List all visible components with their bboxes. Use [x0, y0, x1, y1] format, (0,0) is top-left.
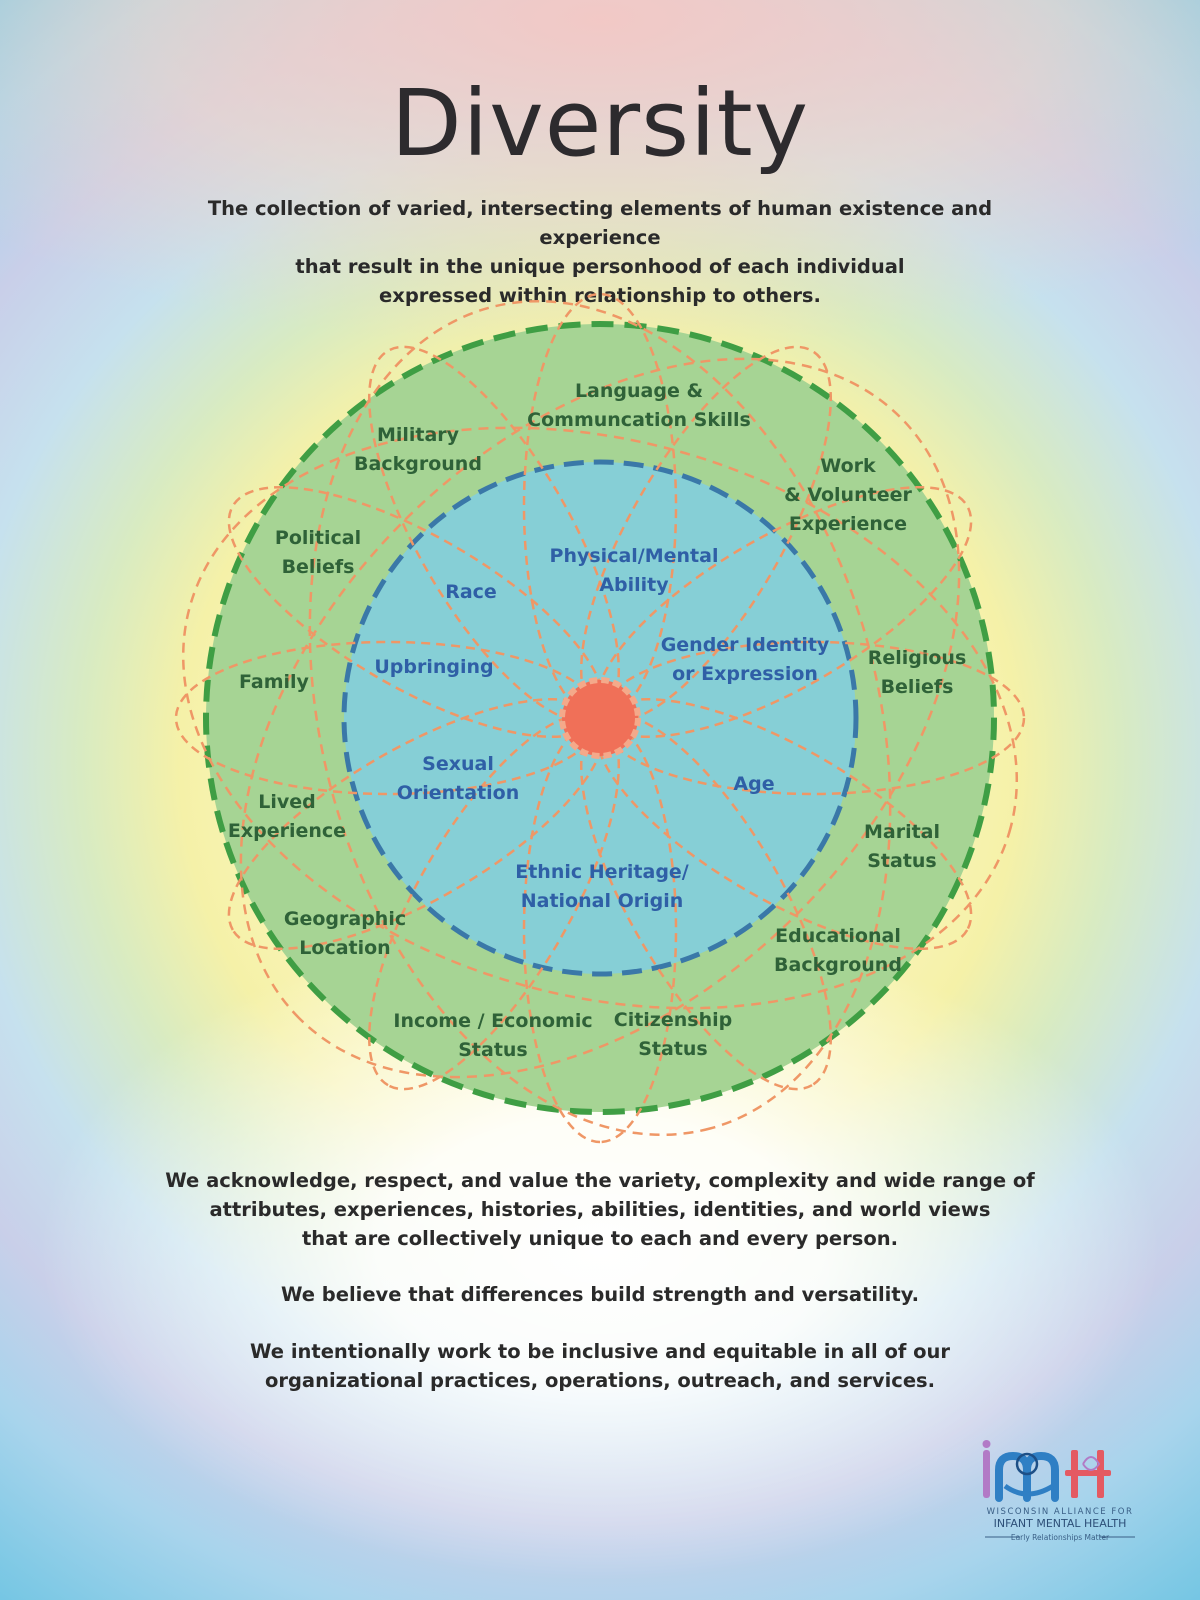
outer-ring-label-line: Beliefs — [282, 556, 355, 578]
outer-ring-label-line: Status — [638, 1038, 708, 1060]
outer-ring-label-line: Marital — [864, 821, 940, 843]
organization-logo: WISCONSIN ALLIANCE FOR INFANT MENTAL HEA… — [982, 1440, 1135, 1542]
outer-ring-label-line: Family — [239, 671, 310, 693]
inner-ring-label-line: Race — [445, 581, 497, 603]
statement-line: We acknowledge, respect, and value the v… — [165, 1169, 1035, 1192]
outer-ring-label-line: Background — [774, 954, 902, 976]
definition-line: expressed within relationship to others. — [379, 284, 821, 307]
outer-ring-label-line: Experience — [789, 513, 907, 535]
outer-ring-label-line: Income / Economic — [393, 1010, 592, 1032]
logo-line-2: INFANT MENTAL HEALTH — [994, 1517, 1127, 1530]
inner-ring-label-line: Ethnic Heritage/ — [515, 861, 689, 883]
petal-ellipse — [522, 716, 678, 1144]
outer-ring-label-line: Location — [299, 937, 390, 959]
petal-ellipse — [598, 640, 1026, 796]
outer-ring-label-line: Work — [820, 455, 876, 477]
statement-line: attributes, experiences, histories, abil… — [209, 1198, 991, 1221]
outer-ring-label-line: Lived — [258, 791, 316, 813]
inner-ring-label-line: Sexual — [422, 753, 494, 775]
inner-ring-label-line: Upbringing — [374, 656, 493, 678]
outer-petal-ellipse — [181, 426, 1019, 1010]
outer-ring-label-line: Beliefs — [881, 676, 954, 698]
outer-petal-ellipse — [239, 357, 961, 1079]
inner-ring-label-line: National Origin — [521, 890, 684, 912]
outer-ring-label-line: Geographic — [284, 908, 406, 930]
petal-ellipse — [579, 712, 833, 1091]
definition-line: that result in the unique personhood of … — [295, 255, 905, 278]
outer-petal-ellipse — [308, 299, 892, 1137]
inner-ring-label-line: Ability — [599, 574, 669, 596]
definition-line: The collection of varied, intersecting e… — [207, 197, 993, 249]
outer-ring-label-line: Citizenship — [614, 1009, 732, 1031]
inner-ring-label-line: or Expression — [672, 663, 818, 685]
inner-ring-label-line: Age — [733, 773, 774, 795]
outer-ring-label: Language & Communcation Skills — [527, 380, 751, 431]
outer-ring-label-line: Political — [275, 527, 361, 549]
outer-ring-label-line: Communcation Skills — [527, 409, 751, 431]
outer-ring-label-line: Military — [377, 424, 460, 446]
outer-ring-label-line: Status — [867, 850, 937, 872]
inner-ring-label: Age — [733, 773, 774, 795]
definition-text: The collection of varied, intersecting e… — [150, 194, 1050, 310]
inner-ring-label: Ethnic Heritage/National Origin — [515, 861, 689, 912]
petal-ellipse — [594, 697, 973, 951]
values-statement-1: We acknowledge, respect, and value the v… — [120, 1166, 1080, 1253]
values-statement-2: We believe that differences build streng… — [120, 1280, 1080, 1309]
outer-ring-label-line: Language & — [575, 380, 703, 402]
logo-tagline: Early Relationships Matter — [1011, 1533, 1110, 1542]
outer-ring-label-line: Status — [458, 1039, 528, 1061]
statement-line: that are collectively unique to each and… — [301, 1227, 899, 1250]
outer-ring-label-line: Religious — [868, 647, 967, 669]
inner-ring-label-line: Gender Identity — [661, 634, 830, 656]
outer-ring-label-line: Experience — [228, 820, 346, 842]
inner-ring-label: Upbringing — [374, 656, 493, 678]
inner-ring-label-line: Orientation — [397, 782, 520, 804]
outer-ring-label: Family — [239, 671, 310, 693]
inner-ring-label: Race — [445, 581, 497, 603]
outer-ring-label-line: & Volunteer — [784, 484, 912, 506]
center-node — [559, 677, 641, 759]
page-title: Diversity — [390, 70, 810, 177]
outer-ring-label-line: Educational — [775, 925, 901, 947]
imh-logo-icon — [982, 1440, 1111, 1502]
inner-ring-label: Gender Identity or Expression — [661, 634, 830, 685]
outer-ring-label-line: Background — [354, 453, 482, 475]
values-statement-3: We intentionally work to be inclusive an… — [120, 1337, 1080, 1395]
diagram-center — [559, 677, 641, 759]
logo-line-1: WISCONSIN ALLIANCE FOR — [987, 1507, 1134, 1517]
statement-line: We believe that differences build streng… — [280, 1283, 920, 1306]
statement-line: We intentionally work to be inclusive an… — [249, 1340, 951, 1363]
petal-ellipse — [227, 697, 606, 951]
petal-ellipse — [367, 712, 621, 1091]
statement-line: organizational practices, operations, ou… — [264, 1369, 936, 1392]
inner-ring-label-line: Physical/Mental — [550, 545, 719, 567]
